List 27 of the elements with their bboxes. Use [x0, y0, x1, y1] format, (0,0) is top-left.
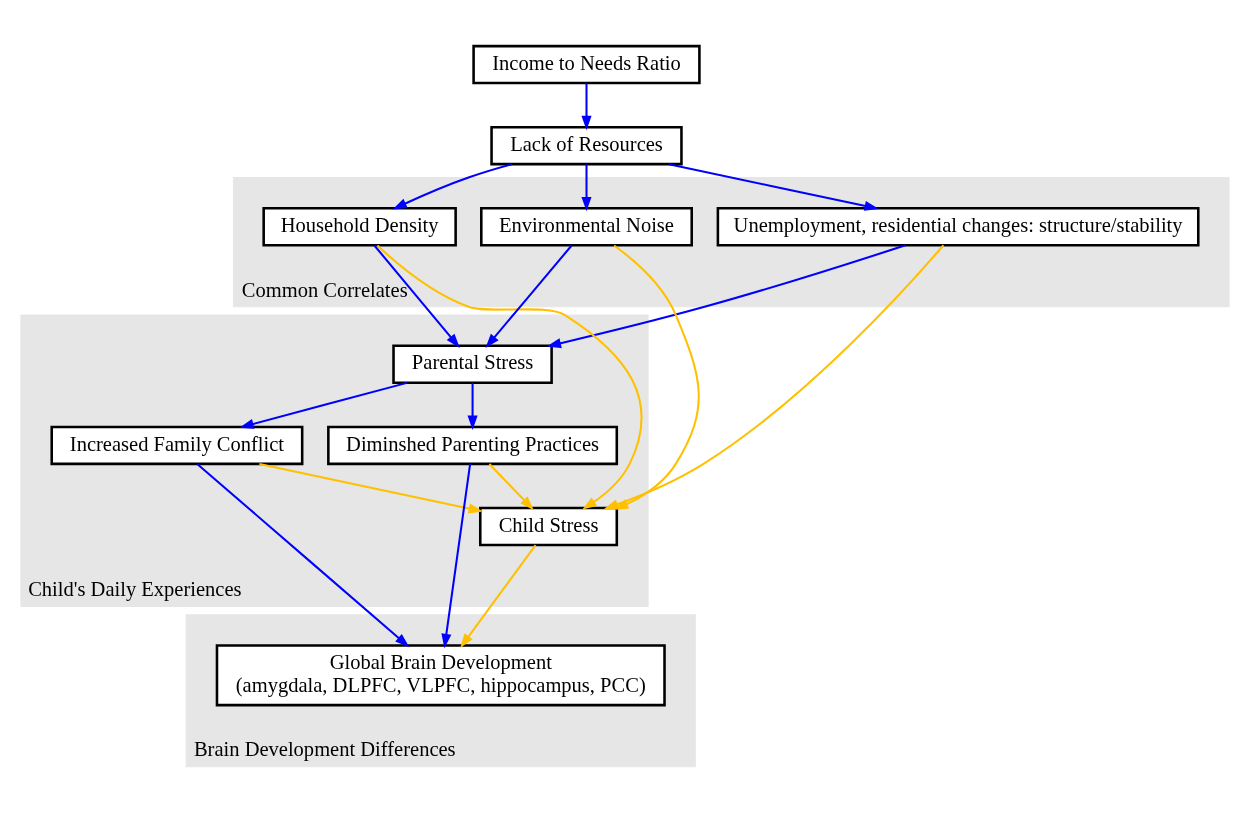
node-box: Child Stress — [479, 506, 619, 546]
arrow — [196, 462, 410, 647]
arrow — [259, 462, 483, 513]
arrow — [546, 243, 906, 348]
arrow — [604, 244, 945, 509]
node-box: Unemployment, residential changes: structure/stability — [716, 206, 1200, 247]
arrow — [441, 463, 472, 648]
arrow — [485, 244, 573, 348]
arrow — [376, 244, 643, 510]
arrow — [613, 244, 700, 510]
node-box: Household Density — [262, 206, 457, 247]
node-box: Parental Stress — [392, 344, 553, 384]
arrow — [581, 82, 592, 130]
arrow — [581, 163, 592, 211]
node-box: Environmental Noise — [480, 206, 693, 247]
arrow — [467, 382, 478, 430]
arrow — [239, 381, 408, 429]
node-box: Diminshed Parenting Practices — [327, 425, 619, 465]
node-box: Increased Family Conflict — [50, 425, 304, 465]
arrow — [488, 462, 534, 510]
arrow — [392, 162, 513, 209]
arrow — [460, 544, 537, 648]
arrow — [373, 244, 460, 348]
node-box: Lack of Resources — [490, 125, 683, 165]
arrow — [668, 162, 879, 211]
node-box: Income to Needs Ratio — [472, 44, 701, 84]
node-box: Global Brain Development (amygdala, DLPFC, VLPFC, hippocampus, PCC) — [215, 643, 666, 706]
